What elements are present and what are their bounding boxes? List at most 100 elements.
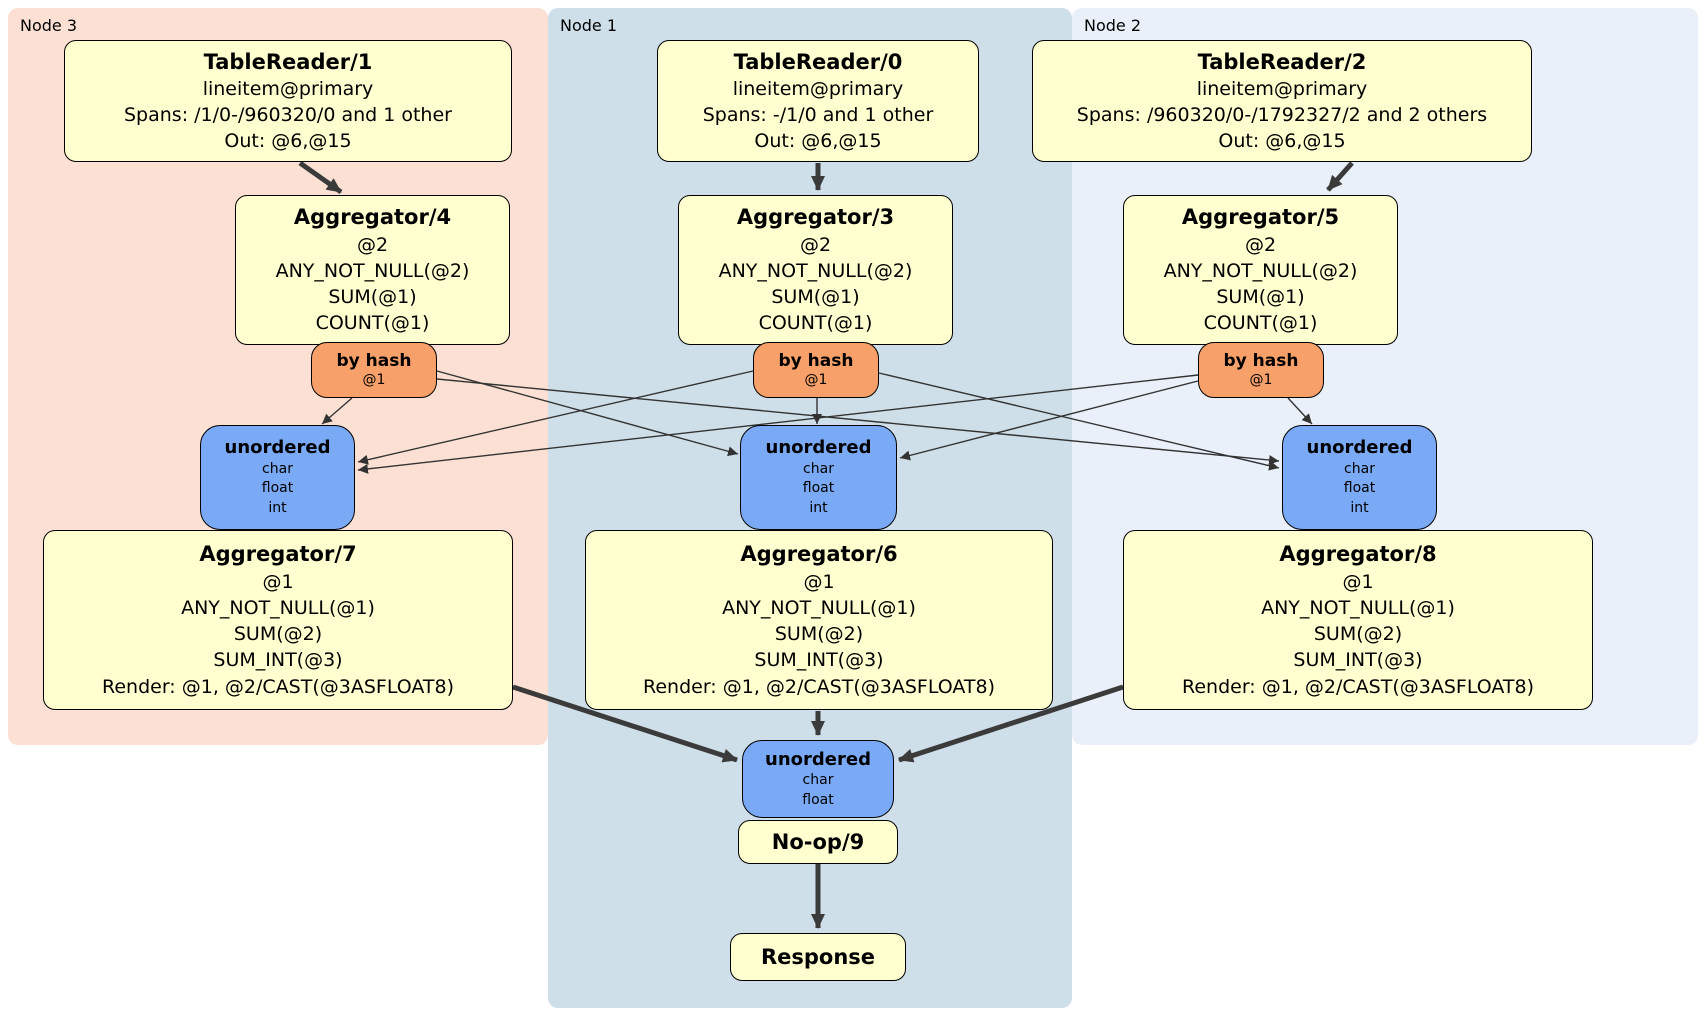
edge-tablereader2-to-aggregator5 xyxy=(1326,161,1354,192)
tablereader1-out: Out: @6,@15 xyxy=(224,130,352,153)
hash-router-left-title: by hash xyxy=(336,351,412,372)
aggregator3-line: ANY_NOT_NULL(@2) xyxy=(718,259,913,282)
aggregator4-line: ANY_NOT_NULL(@2) xyxy=(275,259,470,282)
sync-left-type: char xyxy=(262,460,293,477)
aggregator3-line: COUNT(@1) xyxy=(758,312,873,335)
response-box: Response xyxy=(730,933,906,981)
aggregator5-title: Aggregator/5 xyxy=(1181,205,1340,230)
aggregator8-render: Render: @1, @2/CAST(@3ASFLOAT8) xyxy=(1182,675,1534,698)
tablereader2-title: TableReader/2 xyxy=(1197,49,1367,74)
edge-router-left-to-sync-center xyxy=(436,370,739,457)
aggregator6-box: Aggregator/6 @1 ANY_NOT_NULL(@1) SUM(@2)… xyxy=(585,530,1053,710)
hash-router-center-title: by hash xyxy=(778,351,854,372)
aggregator4-line: @2 xyxy=(356,233,389,256)
aggregator8-box: Aggregator/8 @1 ANY_NOT_NULL(@1) SUM(@2)… xyxy=(1123,530,1593,710)
sync-final-type: char xyxy=(802,772,834,789)
aggregator6-line: @1 xyxy=(803,570,835,593)
sync-unordered-final: unordered char float xyxy=(742,740,894,818)
aggregator7-line: @1 xyxy=(262,570,294,593)
sync-right-title: unordered xyxy=(1306,437,1413,459)
sync-right-type: float xyxy=(1343,480,1376,497)
aggregator8-line: SUM_INT(@3) xyxy=(1293,649,1423,672)
tablereader0-out: Out: @6,@15 xyxy=(754,130,882,153)
aggregator5-line: SUM(@1) xyxy=(1216,286,1305,309)
node1-label: Node 1 xyxy=(560,16,618,35)
aggregator7-line: ANY_NOT_NULL(@1) xyxy=(181,596,375,619)
aggregator7-render: Render: @1, @2/CAST(@3ASFLOAT8) xyxy=(102,675,454,698)
aggregator6-render: Render: @1, @2/CAST(@3ASFLOAT8) xyxy=(643,675,995,698)
aggregator5-box: Aggregator/5 @2 ANY_NOT_NULL(@2) SUM(@1)… xyxy=(1123,195,1398,345)
aggregator4-line: SUM(@1) xyxy=(328,286,417,309)
aggregator3-line: @2 xyxy=(799,233,832,256)
aggregator3-line: SUM(@1) xyxy=(771,286,860,309)
aggregator5-line: COUNT(@1) xyxy=(1203,312,1318,335)
aggregator7-box: Aggregator/7 @1 ANY_NOT_NULL(@1) SUM(@2)… xyxy=(43,530,513,710)
hash-router-right: by hash @1 xyxy=(1198,342,1324,398)
tablereader2-out: Out: @6,@15 xyxy=(1218,130,1346,153)
edge-router-right-to-sync-center xyxy=(899,380,1199,461)
aggregator8-line: SUM(@2) xyxy=(1313,623,1403,646)
edge-aggregator8-to-final-sync xyxy=(898,684,1124,763)
edge-router-left-to-sync-right xyxy=(436,378,1280,466)
noop9-box: No-op/9 xyxy=(738,820,898,864)
sync-left-title: unordered xyxy=(224,437,331,459)
aggregator3-title: Aggregator/3 xyxy=(736,205,895,230)
aggregator4-box: Aggregator/4 @2 ANY_NOT_NULL(@2) SUM(@1)… xyxy=(235,195,510,345)
tablereader0-spans: Spans: -/1/0 and 1 other xyxy=(702,104,934,127)
hash-router-center-key: @1 xyxy=(804,371,828,388)
tablereader2-box: TableReader/2 lineitem@primary Spans: /9… xyxy=(1032,40,1532,162)
sync-center-type: float xyxy=(802,480,835,497)
hash-router-right-key: @1 xyxy=(1249,371,1273,388)
edge-router-center-to-sync-right xyxy=(878,372,1280,471)
aggregator8-line: ANY_NOT_NULL(@1) xyxy=(1261,596,1455,619)
aggregator7-title: Aggregator/7 xyxy=(199,542,357,567)
sync-center-title: unordered xyxy=(765,437,872,459)
aggregator6-line: SUM(@2) xyxy=(774,623,864,646)
edge-router-left-to-sync-left xyxy=(321,397,353,425)
node3-label: Node 3 xyxy=(20,16,78,35)
sync-right-type: int xyxy=(1350,499,1369,516)
tablereader0-index: lineitem@primary xyxy=(732,77,904,100)
hash-router-left-key: @1 xyxy=(362,371,386,388)
tablereader2-index: lineitem@primary xyxy=(1196,77,1368,100)
hash-router-left: by hash @1 xyxy=(311,342,437,398)
sync-left-type: int xyxy=(268,499,287,516)
aggregator7-line: SUM_INT(@3) xyxy=(213,649,343,672)
edge-tablereader1-to-aggregator4 xyxy=(298,160,343,195)
tablereader1-spans: Spans: /1/0-/960320/0 and 1 other xyxy=(124,104,452,127)
noop9-title: No-op/9 xyxy=(771,829,865,854)
tablereader0-title: TableReader/0 xyxy=(733,49,903,74)
edge-aggregator7-to-final-sync xyxy=(512,684,738,763)
aggregator4-line: COUNT(@1) xyxy=(315,312,430,335)
aggregator5-line: ANY_NOT_NULL(@2) xyxy=(1163,259,1358,282)
sync-left-type: float xyxy=(261,480,294,497)
edge-router-right-to-sync-left xyxy=(357,374,1199,474)
aggregator6-line: ANY_NOT_NULL(@1) xyxy=(722,596,916,619)
tablereader2-spans: Spans: /960320/0-/1792327/2 and 2 others xyxy=(1076,104,1488,127)
aggregator8-line: @1 xyxy=(1342,570,1374,593)
sync-right-type: char xyxy=(1344,460,1375,477)
aggregator6-line: SUM_INT(@3) xyxy=(754,649,884,672)
response-title: Response xyxy=(760,944,876,969)
sync-unordered-center: unordered char float int xyxy=(740,425,897,530)
tablereader1-title: TableReader/1 xyxy=(203,49,373,74)
aggregator6-title: Aggregator/6 xyxy=(740,542,898,567)
edge-router-center-to-sync-left xyxy=(357,370,754,465)
aggregator5-line: @2 xyxy=(1244,233,1277,256)
sync-center-type: char xyxy=(803,460,834,477)
aggregator7-line: SUM(@2) xyxy=(233,623,323,646)
hash-router-center: by hash @1 xyxy=(753,342,879,398)
sync-unordered-left: unordered char float int xyxy=(200,425,355,530)
edge-router-right-to-sync-right xyxy=(1287,397,1313,425)
aggregator8-title: Aggregator/8 xyxy=(1279,542,1437,567)
aggregator3-box: Aggregator/3 @2 ANY_NOT_NULL(@2) SUM(@1)… xyxy=(678,195,953,345)
sync-unordered-right: unordered char float int xyxy=(1282,425,1437,530)
tablereader0-box: TableReader/0 lineitem@primary Spans: -/… xyxy=(657,40,979,162)
sync-final-title: unordered xyxy=(765,748,871,770)
tablereader1-index: lineitem@primary xyxy=(202,77,374,100)
aggregator4-title: Aggregator/4 xyxy=(293,205,452,230)
tablereader1-box: TableReader/1 lineitem@primary Spans: /1… xyxy=(64,40,512,162)
sync-center-type: int xyxy=(809,499,828,516)
